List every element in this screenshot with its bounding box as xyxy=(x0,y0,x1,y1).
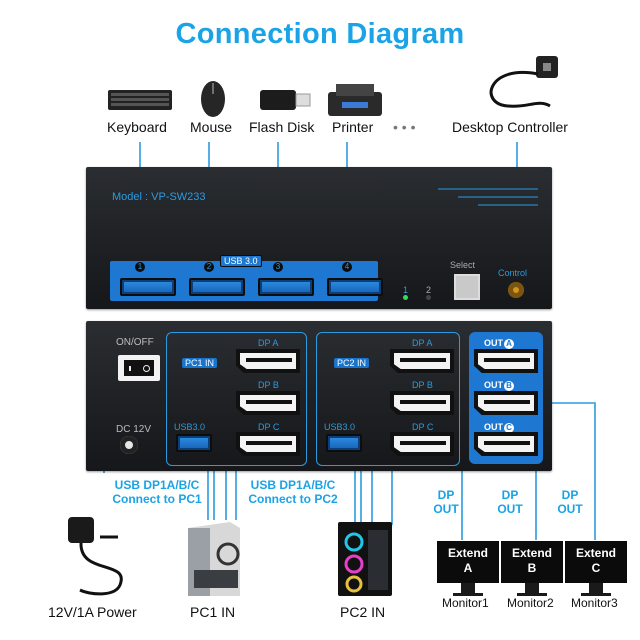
pc2-usb-port[interactable] xyxy=(326,434,362,452)
on-off-label: ON/OFF xyxy=(116,337,154,348)
port-number-2: 2 xyxy=(204,262,214,272)
monitor-3-title: Extend xyxy=(575,546,616,560)
dp-out-2-line1: DP xyxy=(501,488,519,502)
monitor-2-letter: B xyxy=(527,561,537,575)
monitor-1-letter: A xyxy=(463,561,473,575)
more-ellipsis: • • • xyxy=(393,119,416,135)
led-label-2: 2 xyxy=(426,285,432,295)
mouse-label: Mouse xyxy=(190,119,233,135)
desktop-controller-label: Desktop Controller xyxy=(452,119,568,135)
back-panel: ON/OFF DC 12V PC1 IN DP A DP B USB3.0 DP… xyxy=(86,321,552,471)
pc2-dpb-label: DP B xyxy=(412,380,433,390)
pc1-tower-icon xyxy=(180,520,246,598)
pc1-usb-label: USB3.0 xyxy=(174,422,206,432)
printer-label: Printer xyxy=(332,119,374,135)
pc1-tag: PC1 IN xyxy=(182,358,218,368)
front-panel: Model : VP-SW233 USB 3.0 1 2 3 4 1 2 Sel… xyxy=(86,167,552,309)
flash-disk-label: Flash Disk xyxy=(249,119,315,135)
out-c-letter: C xyxy=(504,423,514,433)
dp-out-3-line2: OUT xyxy=(557,502,583,516)
monitor-3-letter: C xyxy=(591,561,601,575)
power-label: 12V/1A Power xyxy=(48,604,137,620)
keyboard-label: Keyboard xyxy=(107,119,167,135)
pc1-dpa-label: DP A xyxy=(258,338,279,348)
pc1-annotation-line1: USB DP1A/B/C xyxy=(114,478,200,492)
control-jack[interactable] xyxy=(508,282,524,298)
monitor-1-title: Extend xyxy=(447,546,488,560)
front-usb-port-4[interactable] xyxy=(327,278,383,296)
pc2-dpc-label: DP C xyxy=(412,422,434,432)
pc1-dpc-label: DP C xyxy=(258,422,280,432)
monitor-1-label: Monitor1 xyxy=(442,596,489,610)
select-button[interactable] xyxy=(454,274,480,300)
pc2-dpa-label: DP A xyxy=(412,338,433,348)
pc1-usb-port[interactable] xyxy=(176,434,212,452)
flash-disk-icon xyxy=(260,88,312,112)
diagram-title: Connection Diagram xyxy=(175,18,465,50)
dp-out-1-line1: DP xyxy=(437,488,455,502)
power-adapter-icon xyxy=(60,515,140,600)
panel-stripes xyxy=(438,188,538,206)
led-1 xyxy=(403,295,408,300)
port-number-3: 3 xyxy=(273,262,283,272)
pc1-annotation-line2: Connect to PC1 xyxy=(112,492,202,506)
desktop-controller-icon xyxy=(478,54,560,116)
out-c-port[interactable] xyxy=(474,432,538,456)
led-2 xyxy=(426,295,431,300)
keyboard-icon xyxy=(108,88,172,112)
dc-label: DC 12V xyxy=(116,424,152,435)
pc1-dpc-port[interactable] xyxy=(236,432,300,456)
pc1-label: PC1 IN xyxy=(190,604,236,620)
control-label: Control xyxy=(498,268,528,278)
dp-out-1-line2: OUT xyxy=(433,502,459,516)
pc2-tag: PC2 IN xyxy=(334,358,370,368)
led-label-1: 1 xyxy=(403,285,409,295)
pc2-annotation-line1: USB DP1A/B/C xyxy=(250,478,336,492)
pc2-annotation-line2: Connect to PC2 xyxy=(248,492,338,506)
port-number-1: 1 xyxy=(135,262,145,272)
pc2-tower-icon xyxy=(334,520,396,598)
pc2-dpc-port[interactable] xyxy=(390,432,454,456)
select-label: Select xyxy=(450,260,476,270)
printer-icon xyxy=(326,82,384,118)
pc2-group xyxy=(316,332,460,466)
front-usb-port-1[interactable] xyxy=(120,278,176,296)
pc2-label: PC2 IN xyxy=(340,604,386,620)
model-label: Model : VP-SW233 xyxy=(112,191,206,203)
monitor-3-label: Monitor3 xyxy=(571,596,618,610)
pc1-dpb-port[interactable] xyxy=(236,391,300,415)
out-b-letter: B xyxy=(504,381,514,391)
power-switch[interactable] xyxy=(118,355,160,381)
pc2-annotation: USB DP1A/B/C Connect to PC2 xyxy=(240,478,346,506)
pc1-dpb-label: DP B xyxy=(258,380,279,390)
port-number-4: 4 xyxy=(342,262,352,272)
dp-out-3-line1: DP xyxy=(561,488,579,502)
out-b-port[interactable] xyxy=(474,391,538,415)
usb30-tag: USB 3.0 xyxy=(220,255,262,267)
pc2-dpa-port[interactable] xyxy=(390,349,454,373)
front-usb-port-3[interactable] xyxy=(258,278,314,296)
pc2-usb-label: USB3.0 xyxy=(324,422,356,432)
monitor-2-title: Extend xyxy=(511,546,552,560)
pc1-annotation: USB DP1A/B/C Connect to PC1 xyxy=(104,478,210,506)
pc1-dpa-port[interactable] xyxy=(236,349,300,373)
dp-out-2-line2: OUT xyxy=(497,502,523,516)
out-a-letter: A xyxy=(504,339,514,349)
monitor-2-label: Monitor2 xyxy=(507,596,554,610)
pc1-group xyxy=(166,332,307,466)
out-a-port[interactable] xyxy=(474,349,538,373)
dc-jack[interactable] xyxy=(120,436,138,454)
front-usb-port-2[interactable] xyxy=(189,278,245,296)
pc2-dpb-port[interactable] xyxy=(390,391,454,415)
mouse-icon xyxy=(199,80,227,118)
